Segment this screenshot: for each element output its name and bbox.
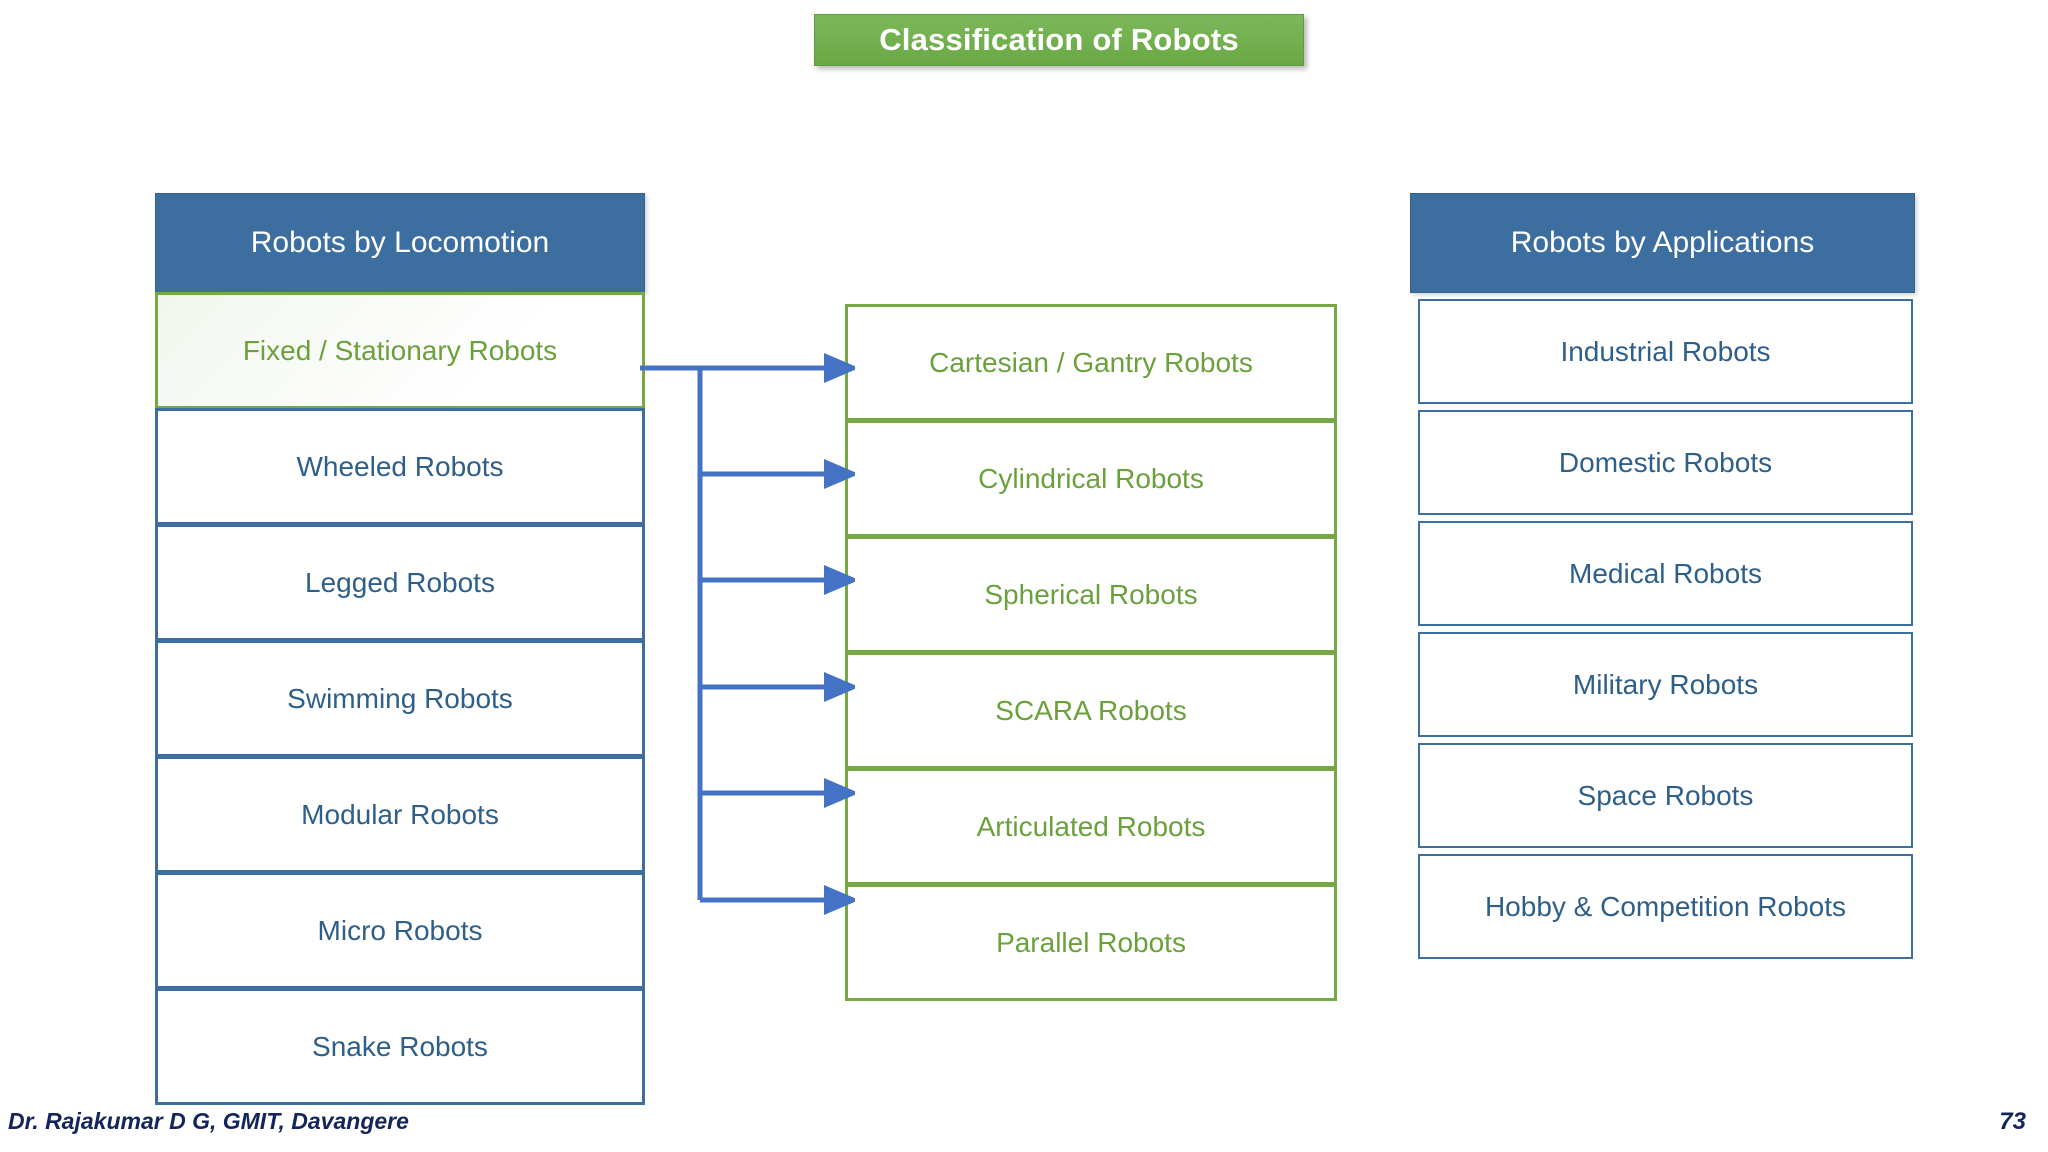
column-robots-by-locomotion: Robots by Locomotion Fixed / Stationary … [155, 193, 645, 1105]
node-wheeled-robots[interactable]: Wheeled Robots [155, 408, 645, 525]
node-hobby-competition-robots[interactable]: Hobby & Competition Robots [1418, 854, 1913, 959]
node-parallel-robots[interactable]: Parallel Robots [845, 884, 1337, 1001]
node-modular-robots[interactable]: Modular Robots [155, 756, 645, 873]
node-micro-robots[interactable]: Micro Robots [155, 872, 645, 989]
column-robots-by-applications: Robots by Applications Industrial Robots… [1410, 193, 1915, 959]
node-legged-robots[interactable]: Legged Robots [155, 524, 645, 641]
column-header-applications: Robots by Applications [1410, 193, 1915, 293]
column-robot-arm-types: Cartesian / Gantry Robots Cylindrical Ro… [845, 304, 1337, 1001]
footer-page-number: 73 [1999, 1108, 2026, 1135]
node-articulated-robots[interactable]: Articulated Robots [845, 768, 1337, 885]
connector-arrow-tree [640, 353, 855, 915]
node-military-robots[interactable]: Military Robots [1418, 632, 1913, 737]
slide-title-banner: Classification of Robots [814, 14, 1304, 66]
node-spherical-robots[interactable]: Spherical Robots [845, 536, 1337, 653]
node-cartesian-gantry-robots[interactable]: Cartesian / Gantry Robots [845, 304, 1337, 421]
node-medical-robots[interactable]: Medical Robots [1418, 521, 1913, 626]
node-fixed-stationary-robots[interactable]: Fixed / Stationary Robots [155, 292, 645, 409]
footer-author: Dr. Rajakumar D G, GMIT, Davangere [8, 1108, 409, 1134]
node-space-robots[interactable]: Space Robots [1418, 743, 1913, 848]
node-domestic-robots[interactable]: Domestic Robots [1418, 410, 1913, 515]
node-cylindrical-robots[interactable]: Cylindrical Robots [845, 420, 1337, 537]
node-swimming-robots[interactable]: Swimming Robots [155, 640, 645, 757]
column-header-locomotion: Robots by Locomotion [155, 193, 645, 293]
node-scara-robots[interactable]: SCARA Robots [845, 652, 1337, 769]
node-snake-robots[interactable]: Snake Robots [155, 988, 645, 1105]
page-title: Classification of Robots [879, 22, 1239, 57]
node-industrial-robots[interactable]: Industrial Robots [1418, 299, 1913, 404]
